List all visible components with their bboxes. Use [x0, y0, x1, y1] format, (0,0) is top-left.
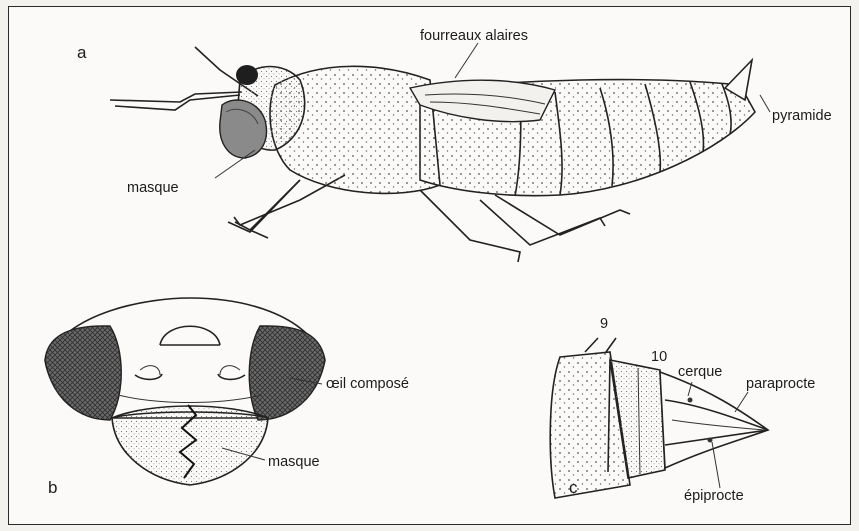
panel-b-letter: b: [48, 478, 57, 497]
label-masque-a: masque: [127, 180, 179, 196]
label-segment-10: 10: [651, 349, 667, 365]
label-fourreaux-alaires: fourreaux alaires: [420, 28, 528, 44]
label-segment-9: 9: [600, 316, 608, 332]
label-pyramide: pyramide: [772, 108, 832, 124]
label-oeil-compose: œil composé: [326, 376, 409, 392]
panel-a-larva: [110, 43, 770, 262]
label-masque-b: masque: [268, 454, 320, 470]
label-paraprocte: paraprocte: [746, 376, 815, 392]
label-epiprocte: épiprocte: [684, 488, 744, 504]
panel-c-letter: c: [569, 478, 578, 497]
label-cerque: cerque: [678, 364, 722, 380]
panel-a-letter: a: [77, 43, 87, 62]
